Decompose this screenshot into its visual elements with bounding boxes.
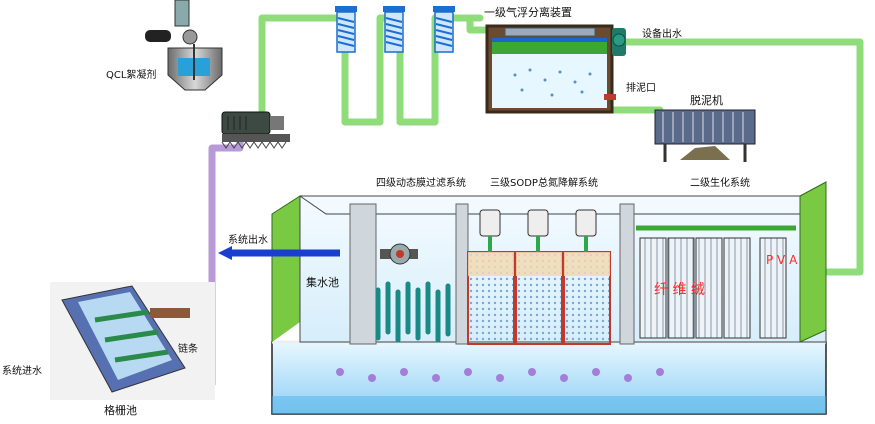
- flocculant-tank: [145, 0, 223, 91]
- sodp-reactor: [563, 209, 611, 345]
- membrane-system-label: 四级动态膜过滤系统: [376, 176, 466, 189]
- pump-motor: [221, 111, 290, 149]
- air-flotation-tank: [485, 24, 614, 114]
- coil-exchanger: [433, 6, 455, 53]
- float-separator-label: 一级气浮分离装置: [484, 5, 572, 19]
- fiber-label: 纤 维 绒: [654, 282, 705, 298]
- system-inlet-label: 系统进水: [2, 364, 42, 377]
- system-outlet-pipe: [218, 246, 340, 260]
- bar-screen: [50, 282, 215, 400]
- pva-label: P V A: [766, 253, 798, 267]
- coil-exchanger: [335, 6, 357, 53]
- chain-label: 链条: [178, 342, 198, 355]
- sodp-system-label: 三级SODP总氮降解系统: [490, 176, 598, 189]
- outlet-valve: [612, 28, 626, 56]
- coil-exchanger: [383, 6, 405, 53]
- bio-system-label: 二级生化系统: [690, 176, 750, 189]
- sodp-reactor: [467, 209, 515, 345]
- fiber-modules: [636, 225, 796, 339]
- dewatering-machine: [654, 109, 756, 162]
- grid-pool-label: 格栅池: [104, 403, 137, 417]
- device-outlet-label: 设备出水: [642, 27, 682, 40]
- membrane-modules: [375, 281, 451, 343]
- flocculant-label: QCL絮凝剂: [106, 68, 156, 81]
- dewatering-label: 脱泥机: [690, 93, 723, 107]
- sludge-port: [604, 94, 616, 100]
- water-pool-label: 集水池: [306, 275, 339, 289]
- sodp-reactor: [515, 209, 563, 345]
- system-outlet-label: 系统出水: [228, 233, 268, 246]
- sludge-port-label: 排泥口: [626, 81, 656, 94]
- membrane-pump: [380, 243, 418, 265]
